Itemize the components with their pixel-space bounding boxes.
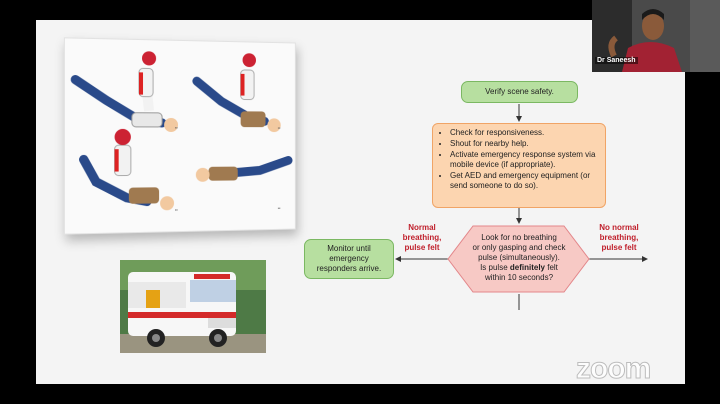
decision-diamond: [447, 225, 590, 293]
decision-line: or only gasping and check: [472, 243, 566, 252]
normal-breathing-label: Normal breathing, pulse felt: [398, 223, 446, 253]
step-item: Get AED and emergency equipment (or send…: [450, 171, 597, 191]
no-normal-breathing-label: No normal breathing, pulse felt: [589, 223, 649, 253]
presentation-slide: ▪▪ ▪▪ ▪▪ ▪▪: [36, 20, 685, 384]
cpr-illustration: ▪▪ ▪▪ ▪▪ ▪▪: [64, 37, 296, 235]
verify-scene-box: Verify scene safety.: [461, 81, 578, 103]
participant-name: Dr Saneesh: [595, 57, 638, 64]
decision-emphasis: definitely: [509, 263, 545, 272]
decision-line-part: felt: [545, 263, 558, 272]
step-item: Activate emergency response system via m…: [450, 150, 597, 170]
ambulance-photo: [120, 260, 266, 353]
assessment-steps-box: Check for responsiveness. Shout for near…: [432, 123, 606, 208]
decision-line-part: Is pulse: [480, 263, 510, 272]
label-line: Normal: [408, 223, 436, 232]
step-item: Shout for nearby help.: [450, 139, 597, 149]
monitor-box: Monitor until emergency responders arriv…: [304, 239, 394, 279]
step-item: Check for responsiveness.: [450, 128, 597, 138]
decision-line: pulse (simultaneously).: [478, 253, 560, 262]
decision-line: Look for no breathing: [481, 233, 557, 242]
monitor-line: responders arrive.: [316, 264, 382, 273]
speaker-video-tile[interactable]: Dr Saneesh: [592, 0, 720, 72]
label-line: pulse felt: [404, 243, 440, 252]
svg-text:▪▪: ▪▪: [278, 125, 281, 130]
label-line: breathing,: [599, 233, 639, 242]
decision-text: Look for no breathing or only gasping an…: [460, 233, 578, 283]
monitor-line: emergency: [329, 254, 369, 263]
verify-scene-text: Verify scene safety.: [485, 87, 554, 96]
cpr-figures-image: ▪▪ ▪▪ ▪▪ ▪▪: [65, 51, 295, 233]
svg-text:▪▪: ▪▪: [278, 205, 281, 210]
svg-text:▪▪: ▪▪: [175, 207, 178, 212]
svg-text:▪▪: ▪▪: [175, 125, 178, 130]
flowchart-arrows: [395, 104, 648, 310]
decision-line: Is pulse definitely felt: [460, 263, 578, 273]
decision-line: within 10 seconds?: [484, 273, 554, 282]
label-line: No normal: [599, 223, 639, 232]
label-line: breathing,: [402, 233, 442, 242]
monitor-line: Monitor until: [327, 244, 371, 253]
label-line: pulse felt: [601, 243, 637, 252]
zoom-watermark: zoom: [575, 352, 651, 386]
